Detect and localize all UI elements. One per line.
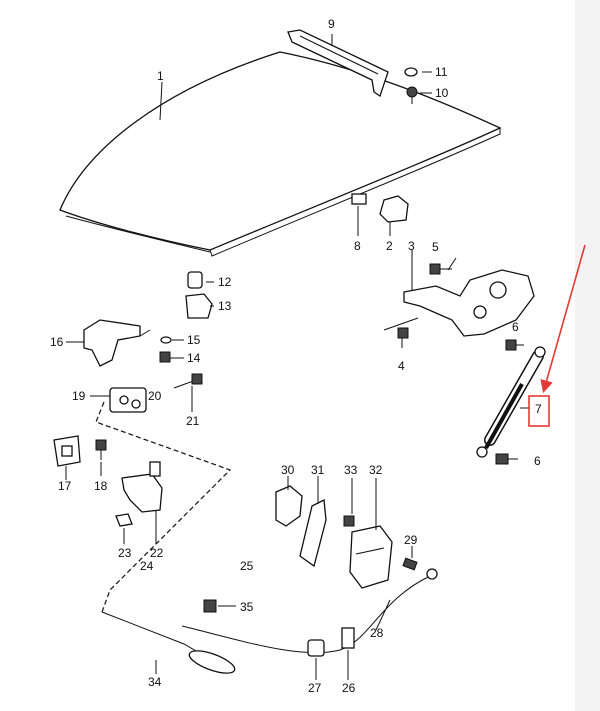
callout-17: 17 <box>58 479 72 493</box>
nut-part <box>505 339 524 351</box>
lock-part <box>109 387 147 413</box>
hood-lid-part <box>59 51 502 257</box>
buffer-part <box>379 195 409 223</box>
nut-part-lower <box>495 453 518 465</box>
callout-24: 24 <box>140 559 154 573</box>
cover-part <box>349 525 393 589</box>
striker-part <box>121 461 163 513</box>
highlight-arrow <box>540 244 586 394</box>
screw-part-26 <box>341 627 355 649</box>
callout-8: 8 <box>354 239 361 253</box>
pin-part <box>402 557 418 571</box>
side-panel <box>575 0 600 711</box>
callout-7: 7 <box>535 402 542 416</box>
hinge-part <box>383 269 535 337</box>
trim-strip-part <box>287 29 389 98</box>
callout-10: 10 <box>435 86 449 100</box>
stop-part <box>185 293 213 319</box>
bolt-part-lower <box>397 327 409 348</box>
callout-16: 16 <box>50 335 64 349</box>
screw-part <box>406 86 418 104</box>
callout-21: 21 <box>186 414 200 428</box>
callout-28: 28 <box>370 626 384 640</box>
callout-25: 25 <box>240 559 254 573</box>
long-screw-part <box>173 373 203 389</box>
callout-9: 9 <box>328 17 335 31</box>
callout-6-lower: 6 <box>534 454 541 468</box>
callout-23: 23 <box>118 546 132 560</box>
gas-strut-part <box>476 346 546 458</box>
clip-part-small <box>115 513 133 527</box>
callout-27: 27 <box>308 681 322 695</box>
clip-part <box>351 193 367 205</box>
callout-29: 29 <box>404 533 418 547</box>
callout-12: 12 <box>218 275 232 289</box>
cable-routing-line <box>95 401 232 613</box>
callout-26: 26 <box>342 681 356 695</box>
callout-22: 22 <box>150 546 164 560</box>
callout-13: 13 <box>218 299 232 313</box>
release-bracket-part <box>275 485 303 527</box>
clip-part-35 <box>203 599 217 613</box>
washer-part <box>404 67 418 77</box>
callout-15: 15 <box>187 333 201 347</box>
release-lever-part <box>299 498 327 568</box>
callout-19: 19 <box>72 389 86 403</box>
callout-14: 14 <box>187 351 201 365</box>
callout-20: 20 <box>148 389 162 403</box>
bolt-part <box>429 263 452 275</box>
grommet-part <box>307 639 325 657</box>
screw-part-33 <box>343 515 355 527</box>
callout-1: 1 <box>157 69 164 83</box>
callout-30: 30 <box>281 463 295 477</box>
screw-part-18 <box>95 439 107 460</box>
highlight-annotation <box>528 244 586 427</box>
callout-4: 4 <box>398 359 405 373</box>
callout-32: 32 <box>369 463 383 477</box>
bracket-part <box>53 435 81 467</box>
callout-35: 35 <box>240 600 254 614</box>
highlight-box <box>528 395 550 427</box>
release-cable-part <box>181 568 438 654</box>
callout-labels: 1 2 3 4 5 6 6 7 8 9 10 11 12 13 14 15 16… <box>50 17 542 695</box>
callout-31: 31 <box>311 463 325 477</box>
leader-lines <box>65 34 530 680</box>
callout-11: 11 <box>435 65 448 79</box>
cap-part <box>187 271 203 289</box>
callout-5: 5 <box>432 240 439 254</box>
cable-loop-part <box>101 611 236 674</box>
callout-6: 6 <box>512 320 519 334</box>
callout-33: 33 <box>344 463 358 477</box>
washer-part-small <box>160 336 172 344</box>
screw-part-small <box>159 351 171 363</box>
lock-bracket-part <box>83 319 151 367</box>
callout-18: 18 <box>94 479 108 493</box>
callout-34: 34 <box>148 675 162 689</box>
callout-2: 2 <box>386 239 393 253</box>
callout-3: 3 <box>408 239 415 253</box>
